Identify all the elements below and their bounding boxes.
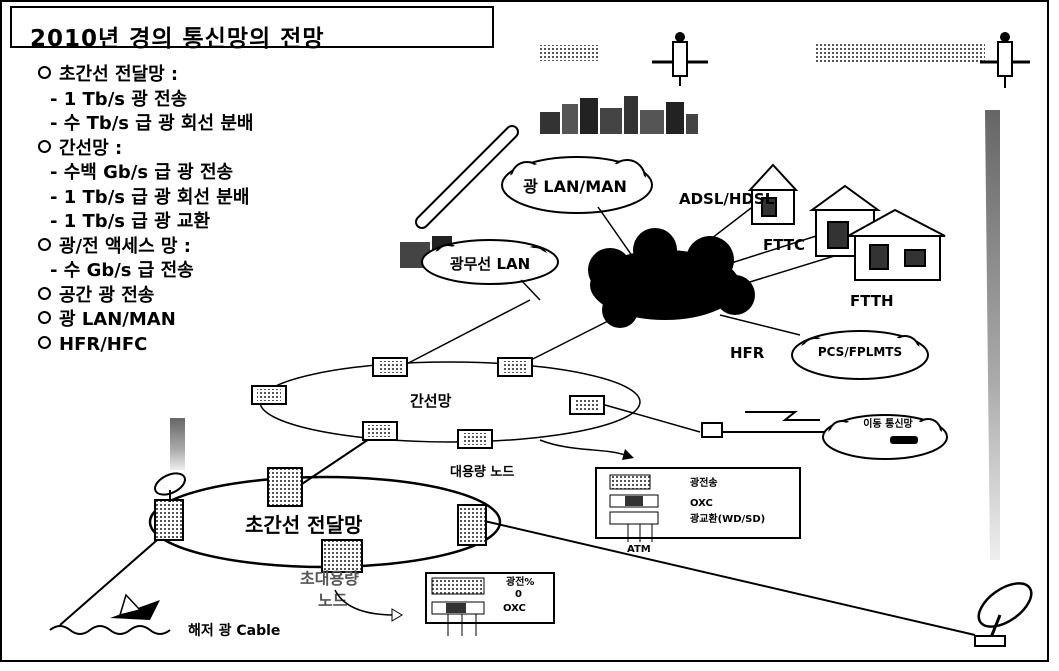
slide-frame — [0, 0, 1049, 662]
satellite-beam-texture — [815, 44, 985, 64]
bullet-circle-icon — [38, 311, 51, 324]
ship-icon — [110, 593, 160, 620]
legend2-transmission-label: 광전% — [506, 575, 534, 588]
lan-man-label: 광 LAN/MAN — [523, 177, 627, 196]
city-skyline-icon — [540, 96, 698, 134]
pointer-arrow — [539, 439, 626, 456]
backbone-node — [362, 421, 398, 441]
bullet-circle-icon — [38, 286, 51, 300]
backbone-node — [569, 395, 605, 415]
super-node-label: 노드 — [318, 591, 348, 610]
bullet-text: 광 LAN/MAN — [59, 309, 176, 330]
bullet-item: 광 LAN/MAN — [38, 308, 398, 333]
base-station-icon — [701, 422, 723, 438]
bullet-item: 간선망 : — [38, 137, 398, 162]
satellite-downlink-beam — [985, 110, 1000, 560]
bullet-text: HFR/HFC — [59, 333, 148, 355]
bullet-item: 초간선 전달망 : — [38, 63, 398, 88]
super-node — [321, 539, 363, 573]
submarine-cable-label: 해저 광 Cable — [188, 622, 280, 639]
backbone-node — [372, 357, 408, 377]
page-title: 2010년 경의 통신망의 전망 — [30, 26, 325, 52]
bullet-item: 광/전 액세스 망 : — [38, 235, 398, 260]
bullet-sub: - 1 Tb/s 광 전송 — [50, 88, 188, 110]
pcs-cloud — [791, 330, 929, 380]
bullet-text: 광/전 액세스 망 : — [59, 235, 191, 257]
mobile-network-cloud — [822, 414, 948, 460]
large-node-label: 대용량 노드 — [450, 464, 514, 480]
adsl-label: ADSL/HDSL — [679, 190, 775, 208]
bullet-sub: - 1 Tb/s 급 광 교환 — [50, 211, 211, 232]
arrow-head-icon — [622, 449, 634, 460]
title-box: 2010년 경의 통신망의 전망 — [10, 6, 494, 52]
wireless-lan-cloud — [421, 239, 559, 285]
mobile-network-label: 이동 통신망 — [863, 417, 913, 430]
bullet-circle-icon — [38, 237, 51, 251]
bullet-item: HFR/HFC — [38, 333, 398, 358]
bullet-sub: - 수 Tb/s 급 광 회선 분배 — [50, 113, 254, 134]
super-node-legend — [425, 572, 555, 636]
bullet-circle-icon — [38, 139, 51, 153]
legend-oxc-label: OXC — [690, 498, 713, 509]
bullet-text: 초간선 전달망 : — [59, 64, 179, 85]
backbone-label: 간선망 — [410, 392, 452, 410]
super-node — [457, 504, 487, 546]
satellite-dish-icon — [154, 472, 186, 502]
optical-fiber-icon — [415, 125, 519, 229]
legend-switch-label: 광교환(WD/SD) — [690, 512, 765, 525]
bullet-text: 공간 광 전송 — [59, 284, 155, 306]
bullet-item: 공간 광 전송 — [38, 284, 398, 309]
house-icon — [747, 163, 799, 225]
satellite-icon — [652, 32, 708, 86]
wireless-lan-label: 광무선 LAN — [450, 255, 530, 273]
house-icon — [847, 208, 946, 281]
sea-waves — [49, 625, 171, 635]
satellite-beam-texture — [538, 45, 600, 61]
bullet-sub: - 수백 Gb/s 급 광 전송 — [50, 162, 234, 183]
bullet-circle-icon — [38, 335, 51, 349]
bullet-sub: - 1 Tb/s 급 광 회선 분배 — [50, 186, 250, 208]
super-node — [267, 467, 303, 507]
legend-atm-label: ATM — [627, 544, 651, 555]
backbone-node — [251, 385, 287, 405]
satellite-icon — [980, 32, 1030, 88]
super-backbone-label: 초간선 전달망 — [245, 513, 363, 537]
bullet-circle-icon — [38, 66, 51, 79]
node-detail-legend — [595, 467, 801, 542]
bullet-text: 간선망 : — [59, 137, 123, 159]
access-network-cloud — [588, 228, 755, 328]
uplink-beam — [170, 418, 185, 470]
lan-man-cloud — [501, 156, 653, 214]
satellite-dish-icon — [974, 582, 1033, 647]
backbone-node — [457, 429, 493, 449]
bullet-sub: - 수 Gb/s 급 전송 — [50, 260, 194, 281]
pcs-label: PCS/FPLMTS — [818, 345, 902, 359]
car-icon — [890, 436, 918, 444]
hfr-label: HFR — [730, 344, 765, 362]
arrow-head-icon — [391, 608, 403, 622]
wireless-link-icon — [745, 411, 820, 421]
fttc-label: FTTC — [763, 236, 805, 254]
backbone-node — [497, 357, 533, 377]
legend-transmission-label: 광전송 — [690, 476, 718, 489]
legend2-oxc-label: OXC — [503, 603, 526, 614]
super-node — [154, 499, 184, 541]
super-node-label: 초대용량 — [300, 569, 359, 588]
pointer-arrow — [334, 589, 396, 616]
ftth-label: FTTH — [850, 292, 894, 310]
bullet-list: 초간선 전달망 : - 1 Tb/s 광 전송 - 수 Tb/s 급 광 회선 … — [38, 63, 398, 357]
legend2-zero-label: 0 — [515, 589, 522, 600]
